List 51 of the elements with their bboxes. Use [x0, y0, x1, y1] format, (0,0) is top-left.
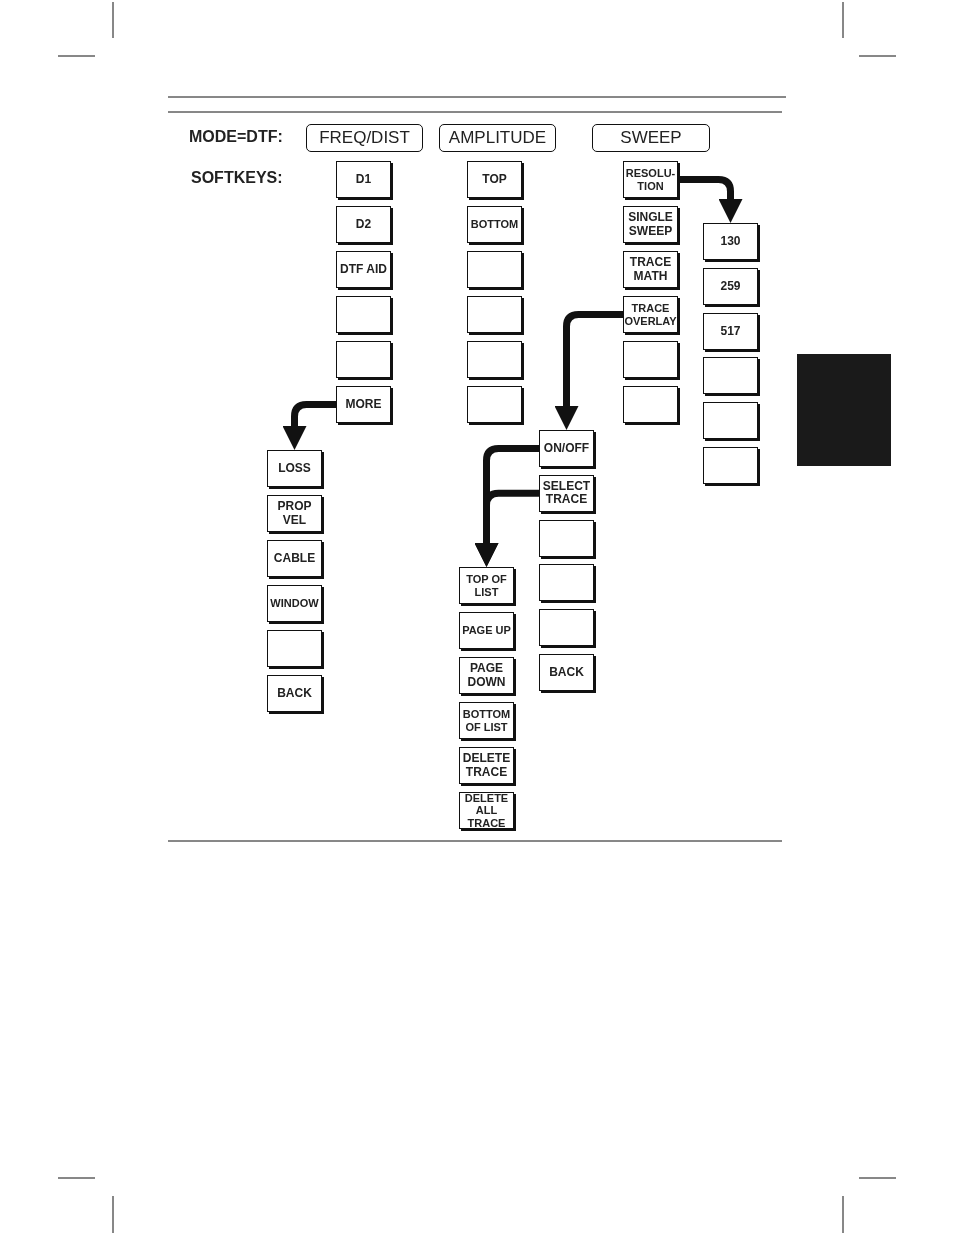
menu-button: AMPLITUDE: [439, 124, 556, 152]
softkey-button: [336, 296, 391, 333]
softkey-button: [467, 251, 522, 288]
arrow: [554, 311, 623, 430]
softkey-button: MORE: [336, 386, 391, 423]
softkey-button: [467, 296, 522, 333]
softkey-button: DTF AID: [336, 251, 391, 288]
softkey-button: DELETE ALL TRACE: [459, 792, 514, 829]
softkey-button: [703, 357, 758, 395]
softkey-button: BACK: [539, 654, 594, 691]
softkey-button: [467, 386, 522, 423]
softkey-button: [623, 341, 678, 378]
arrow: [474, 489, 539, 567]
softkey-button: 259: [703, 267, 758, 305]
softkey-button: BOTTOM: [467, 206, 522, 243]
softkey-button: [539, 519, 594, 557]
softkey-button: PROP VEL: [267, 495, 322, 532]
softkey-button: TOP: [467, 161, 522, 198]
softkey-button: [539, 564, 594, 602]
softkey-button: SINGLE SWEEP: [623, 206, 678, 243]
softkey-button: TRACE OVERLAY: [623, 296, 678, 333]
menu-button: SWEEP: [592, 124, 710, 152]
softkey-button: [467, 341, 522, 378]
row-label: MODE=DTF:: [189, 128, 283, 146]
softkey-button: PAGE DOWN: [459, 657, 514, 694]
softkey-button: 130: [703, 223, 758, 260]
softkey-button: CABLE: [267, 540, 322, 577]
softkey-button: D1: [336, 161, 391, 198]
softkey-button: SELECT TRACE: [539, 474, 594, 512]
arrow: [678, 176, 743, 223]
softkey-button: BACK: [267, 675, 322, 712]
softkey-button: 517: [703, 312, 758, 350]
softkey-button: TOP OF LIST: [459, 567, 514, 604]
softkey-button: PAGE UP: [459, 612, 514, 649]
softkey-button: [267, 630, 322, 667]
softkey-button: BOTTOM OF LIST: [459, 702, 514, 739]
softkey-button: [336, 341, 391, 378]
softkey-button: LOSS: [267, 450, 322, 487]
softkey-button: [623, 386, 678, 423]
softkey-button: WINDOW: [267, 585, 322, 622]
row-label: SOFTKEYS:: [191, 169, 283, 187]
softkey-button: [703, 402, 758, 440]
softkey-button: [703, 447, 758, 484]
softkey-button: [539, 609, 594, 647]
softkey-button: TRACE MATH: [623, 251, 678, 288]
softkey-button: D2: [336, 206, 391, 243]
softkey-button: DELETE TRACE: [459, 747, 514, 784]
softkey-button: RESOLU- TION: [623, 161, 678, 198]
menu-button: FREQ/DIST: [306, 124, 423, 152]
softkey-button: ON/OFF: [539, 430, 594, 467]
arrow: [282, 401, 336, 450]
